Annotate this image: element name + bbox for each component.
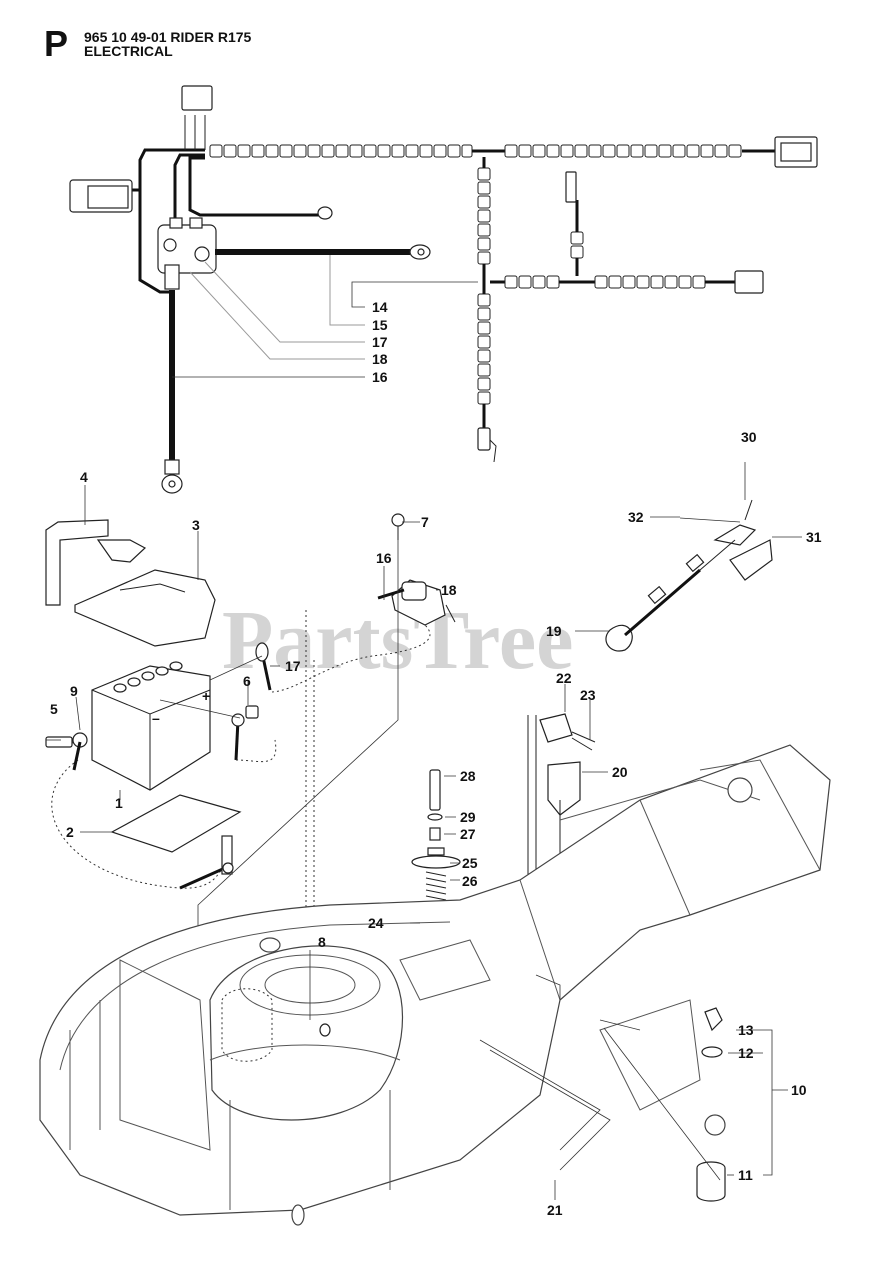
- callout-24: 24: [368, 915, 384, 931]
- section-letter: P: [44, 23, 69, 64]
- callout-21: 21: [547, 1202, 563, 1218]
- callout-18-harness: 18: [372, 351, 388, 367]
- diagram-header: P 965 10 49-01 RIDER R175 ELECTRICAL: [44, 26, 444, 66]
- callout-26: 26: [462, 873, 478, 889]
- callout-16-lower: 16: [376, 550, 392, 566]
- negative-terminal-mark: –: [152, 710, 160, 726]
- harness-main-run: [209, 144, 775, 158]
- callout-23: 23: [580, 687, 596, 703]
- callout-12: 12: [738, 1045, 754, 1061]
- callout-28: 28: [460, 768, 476, 784]
- positive-terminal-mark: +: [202, 688, 210, 704]
- harness-module-19: [605, 499, 773, 652]
- callout-25: 25: [462, 855, 478, 871]
- callout-10: 10: [791, 1082, 807, 1098]
- callout-16-harness: 16: [372, 369, 388, 385]
- chassis-frame: [39, 744, 831, 1226]
- callout-leaders: [46, 462, 802, 1200]
- callout-29: 29: [460, 809, 476, 825]
- callout-22: 22: [556, 670, 572, 686]
- callout-3: 3: [192, 517, 200, 533]
- harness-vertical-branch: [477, 157, 497, 463]
- wiring-harness: [69, 85, 818, 494]
- callout-11: 11: [738, 1167, 753, 1183]
- callout-9: 9: [70, 683, 78, 699]
- callout-30: 30: [741, 429, 757, 445]
- battery-mat: [110, 794, 242, 853]
- callout-2: 2: [66, 824, 74, 840]
- callout-1: 1: [115, 795, 123, 811]
- callout-27: 27: [460, 826, 476, 842]
- harness-connector-top: [181, 85, 213, 111]
- bracket-31: [729, 539, 773, 581]
- callout-32: 32: [628, 509, 644, 525]
- callout-8: 8: [318, 934, 326, 950]
- callout-4: 4: [80, 469, 88, 485]
- callout-31: 31: [806, 529, 822, 545]
- callout-17-harness: 17: [372, 334, 388, 350]
- starter-solenoid: [157, 217, 217, 290]
- seat-switch-parts: [411, 713, 596, 990]
- callout-14: 14: [372, 299, 388, 315]
- callout-19: 19: [546, 623, 562, 639]
- part-title: 965 10 49-01 RIDER R175: [84, 29, 252, 45]
- bolt: [45, 736, 73, 748]
- callout-15: 15: [372, 317, 388, 333]
- battery-assembly: + –: [45, 519, 431, 890]
- battery-cover: [74, 569, 216, 647]
- callout-6: 6: [243, 673, 251, 689]
- key-switch-11: [696, 1161, 726, 1202]
- callout-labels: 1 2 3 4 5 6 7 8 9 10 11 12 13 14 15 16 1…: [50, 299, 822, 1218]
- clip-20: [547, 761, 581, 816]
- battery: [91, 665, 211, 791]
- section-name: ELECTRICAL: [84, 43, 173, 59]
- callout-5: 5: [50, 701, 58, 717]
- harness-side-branch: [490, 171, 764, 294]
- callout-20: 20: [612, 764, 628, 780]
- callout-17-lower: 17: [285, 658, 301, 674]
- callout-13: 13: [738, 1022, 754, 1038]
- battery-hold-down: [45, 519, 109, 606]
- callout-7: 7: [421, 514, 429, 530]
- callout-18-lower: 18: [441, 582, 457, 598]
